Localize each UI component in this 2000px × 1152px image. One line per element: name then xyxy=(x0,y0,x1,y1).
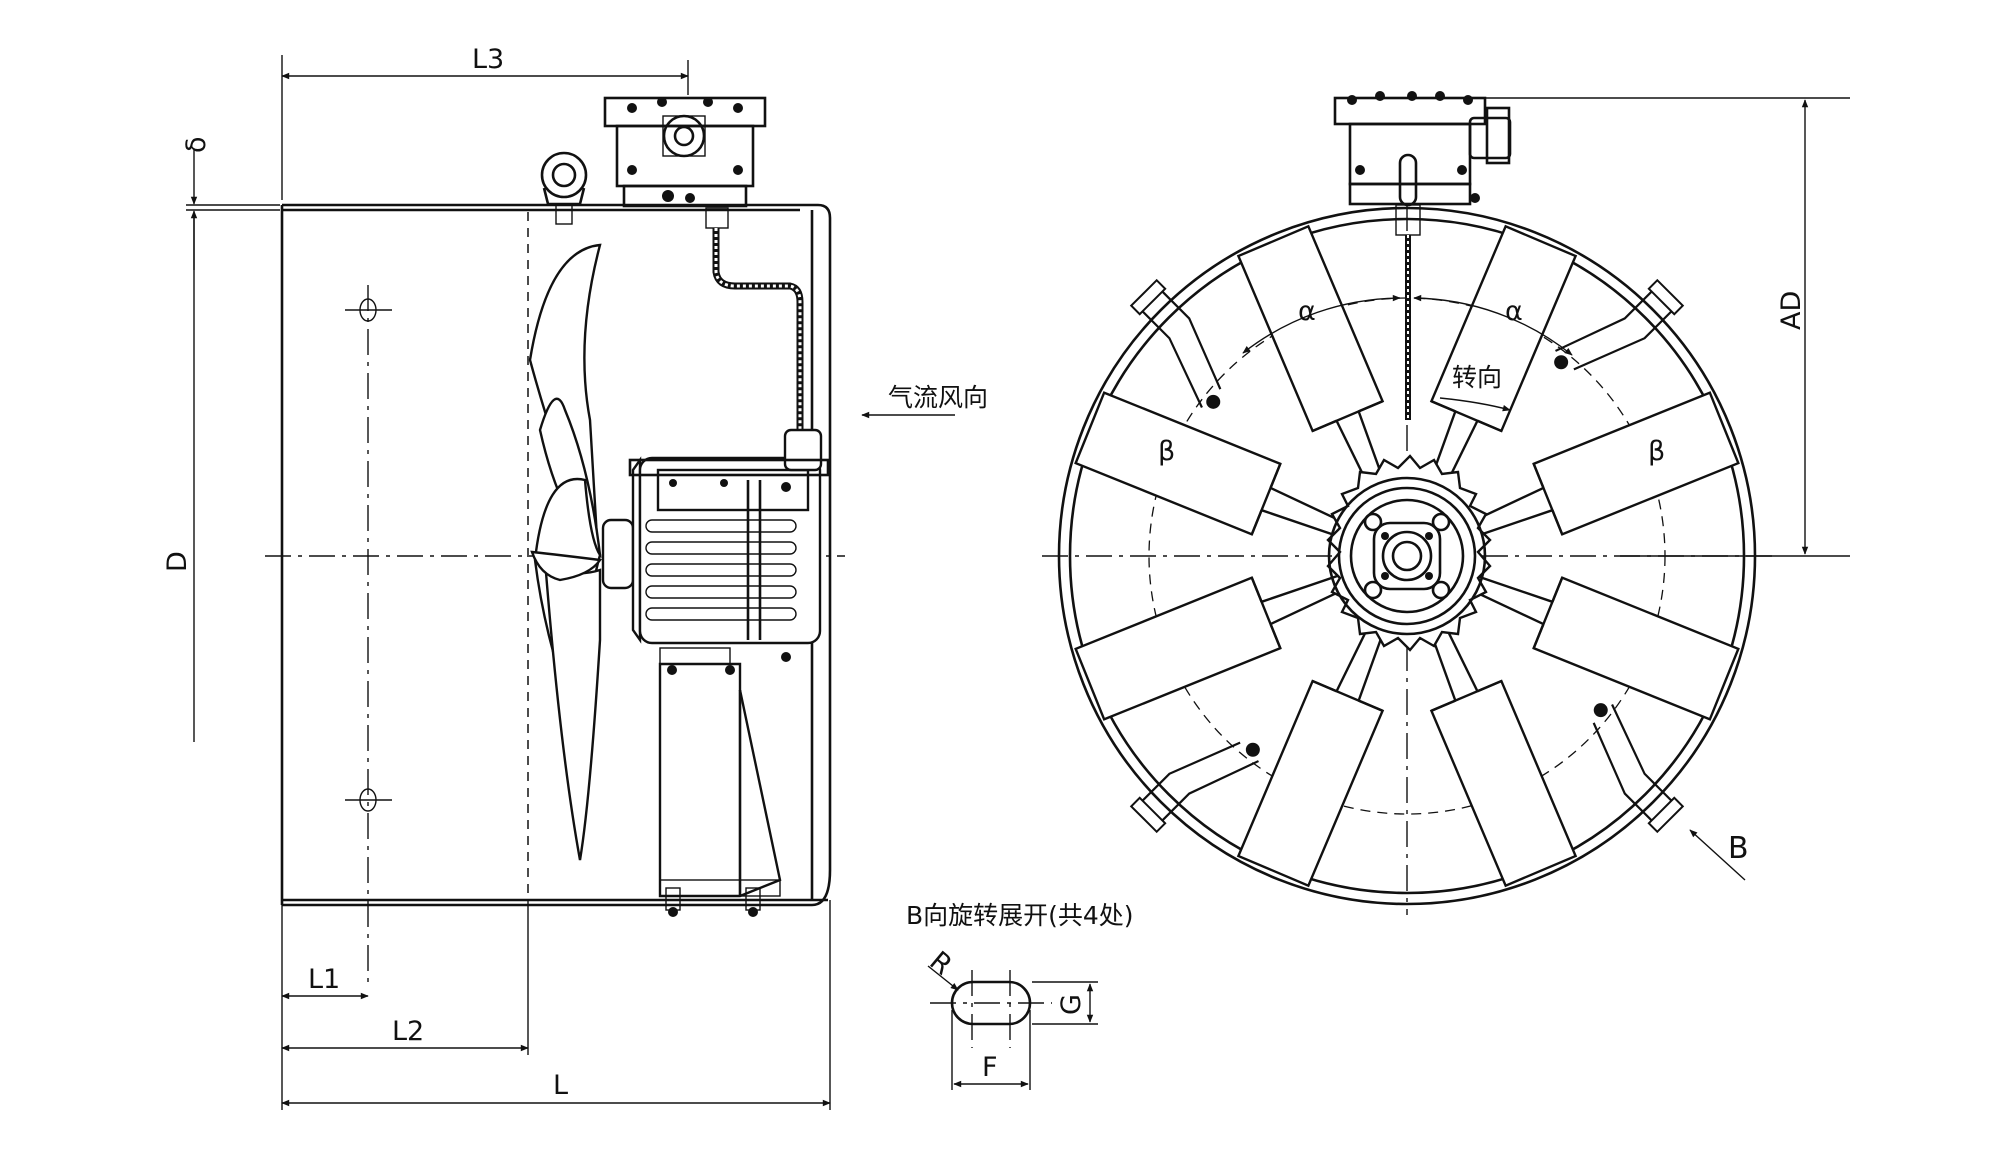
dim-R: R xyxy=(924,946,959,991)
dim-delta: δ xyxy=(181,136,280,270)
dim-L2-label: L2 xyxy=(392,1016,424,1047)
motor xyxy=(601,428,830,665)
dim-delta-label: δ xyxy=(181,136,212,153)
dim-L2: L2 xyxy=(281,900,529,1055)
angle-alpha-left: α xyxy=(1298,296,1316,327)
mounting-hole-lower xyxy=(345,788,392,812)
lifting-eye xyxy=(540,151,588,225)
dim-L1: L1 xyxy=(281,905,369,1110)
dim-D: D xyxy=(162,214,195,742)
dim-G-label: G xyxy=(1056,994,1087,1015)
dim-L1-label: L1 xyxy=(308,964,340,995)
detail-title: B向旋转展开(共4处) xyxy=(906,901,1134,930)
airflow-indicator: 气流风向 xyxy=(861,383,988,419)
dim-AD: AD xyxy=(1480,97,1850,557)
junction-box xyxy=(603,96,767,229)
hub xyxy=(1326,454,1492,652)
dim-F-label: F xyxy=(982,1052,998,1083)
angle-beta-right: β xyxy=(1648,436,1665,467)
motor-bracket xyxy=(658,662,782,917)
dim-F: F xyxy=(951,1010,1031,1090)
mounting-hole-upper xyxy=(345,298,392,322)
dim-L-label: L xyxy=(553,1070,568,1101)
impeller-side xyxy=(528,243,603,861)
front-junction-box xyxy=(1333,91,1512,420)
view-B-label: B xyxy=(1728,831,1749,866)
dim-AD-label: AD xyxy=(1776,291,1807,330)
rotation-indicator: 转向 xyxy=(1439,363,1511,412)
detail-B: B向旋转展开(共4处) R G F xyxy=(906,901,1134,1090)
side-view: 气流风向 L3 δ D L1 xyxy=(162,44,988,1110)
front-view: α α β β 转向 AD B xyxy=(1042,91,1850,915)
rotation-label: 转向 xyxy=(1452,363,1502,392)
dim-R-label: R xyxy=(924,946,958,982)
cable-conduit xyxy=(712,228,804,430)
dim-L: L xyxy=(281,900,831,1110)
airflow-label: 气流风向 xyxy=(888,383,988,412)
angle-beta-left: β xyxy=(1158,436,1175,467)
view-B-marker: B xyxy=(1689,829,1749,881)
dim-L3-label: L3 xyxy=(472,44,504,75)
dim-L3: L3 xyxy=(281,44,689,200)
dim-D-label: D xyxy=(162,551,193,572)
dim-G: G xyxy=(1032,981,1098,1025)
motor-fins xyxy=(645,519,797,621)
